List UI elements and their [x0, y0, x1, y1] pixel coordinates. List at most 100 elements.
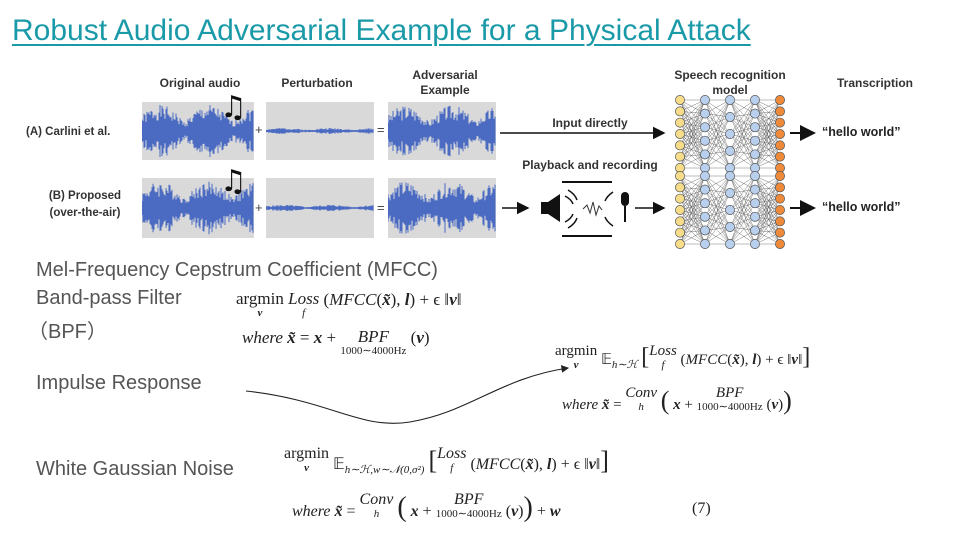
- nn-edge: [729, 192, 756, 217]
- nn-edge: [729, 99, 756, 135]
- nn-edge: [729, 203, 756, 245]
- nn-edge: [754, 99, 781, 146]
- waveform-trace: [265, 204, 374, 212]
- nn-edge: [704, 113, 731, 135]
- nn-edge: [754, 175, 781, 211]
- nn-edge: [754, 127, 781, 157]
- nn-edge: [729, 113, 756, 135]
- nn-edge: [729, 113, 756, 152]
- nn-edge: [729, 192, 756, 245]
- equals-sign: =: [377, 200, 385, 215]
- nn-edge: [754, 145, 781, 169]
- nn-edge: [729, 116, 756, 155]
- transcription-b: “hello world”: [822, 200, 901, 214]
- nn-node: [725, 239, 735, 249]
- plus-sign: +: [255, 200, 263, 215]
- nn-node: [725, 222, 735, 232]
- nn-node: [725, 129, 735, 139]
- nn-edge: [679, 175, 706, 211]
- waveform-trace: [141, 181, 254, 235]
- nn-node: [750, 122, 760, 133]
- nn-edge: [754, 187, 781, 217]
- bullet-noise: White Gaussian Noise: [36, 458, 234, 480]
- nn-edge: [704, 99, 731, 152]
- neural-network-b: [675, 171, 785, 249]
- nn-node: [700, 108, 710, 119]
- nn-edge: [679, 133, 706, 169]
- nn-node: [750, 225, 760, 236]
- nn-edge: [754, 175, 781, 217]
- nn-edge: [729, 209, 756, 231]
- nn-edge: [704, 116, 731, 169]
- nn-edge: [754, 99, 781, 141]
- nn-edge: [754, 133, 781, 169]
- nn-edge: [729, 192, 756, 231]
- nn-edge: [679, 209, 706, 245]
- equation-number: (7): [692, 500, 711, 517]
- nn-node: [775, 227, 785, 238]
- nn-node: [700, 149, 710, 160]
- nn-edge: [704, 99, 731, 155]
- nn-edge: [704, 127, 731, 152]
- nn-edge: [679, 187, 706, 217]
- nn-edge: [704, 113, 731, 152]
- nn-node: [700, 184, 710, 195]
- nn-edge: [679, 127, 706, 146]
- nn-edge: [754, 198, 781, 245]
- nn-edge: [729, 116, 756, 169]
- nn-edge: [729, 133, 756, 155]
- neural-network-a: [675, 95, 785, 173]
- nn-edge: [729, 209, 756, 245]
- nn-edge: [729, 99, 756, 118]
- nn-node: [750, 95, 760, 105]
- wave-perturbation-b: [265, 178, 374, 238]
- nn-edge: [754, 127, 781, 146]
- nn-node: [775, 205, 785, 215]
- nn-node: [700, 135, 710, 146]
- nn-edge: [729, 99, 756, 152]
- nn-edge: [704, 175, 731, 211]
- nn-node: [750, 239, 760, 249]
- nn-edge: [704, 116, 731, 155]
- nn-node: [725, 112, 735, 122]
- nn-edge: [754, 203, 781, 222]
- nn-node: [675, 205, 685, 215]
- nn-edge: [704, 203, 731, 228]
- nn-edge: [679, 175, 706, 222]
- nn-edge: [704, 99, 731, 118]
- nn-edge: [704, 192, 731, 231]
- nn-edge: [754, 122, 781, 141]
- nn-edge: [754, 99, 781, 135]
- nn-edge: [704, 226, 731, 245]
- nn-edge: [704, 175, 731, 228]
- nn-edge: [754, 111, 781, 141]
- nn-node: [700, 239, 710, 249]
- nn-edge: [679, 99, 706, 135]
- nn-edge: [729, 189, 756, 228]
- nn-edge: [679, 198, 706, 231]
- col-model: Speech recognition model: [674, 68, 786, 97]
- nn-edge: [729, 203, 756, 228]
- nn-edge: [729, 189, 756, 245]
- bullet-impulse: Impulse Response: [36, 372, 202, 394]
- input-directly-label: Input directly: [552, 116, 628, 130]
- nn-edge: [679, 203, 706, 245]
- nn-edge: [754, 99, 781, 128]
- nn-node: [775, 117, 785, 128]
- nn-node: [775, 182, 785, 193]
- plus-sign: +: [255, 122, 263, 137]
- method-figure: Original audio Perturbation Adversarial …: [0, 60, 960, 250]
- nn-edge: [704, 189, 731, 211]
- nn-edge: [729, 150, 756, 169]
- nn-edge: [754, 209, 781, 231]
- nn-edge: [704, 209, 731, 245]
- nn-node: [675, 106, 685, 117]
- nn-node: [675, 227, 685, 238]
- nn-node: [750, 171, 760, 181]
- nn-node: [725, 171, 735, 181]
- music-note-icon: ♫: [220, 164, 247, 199]
